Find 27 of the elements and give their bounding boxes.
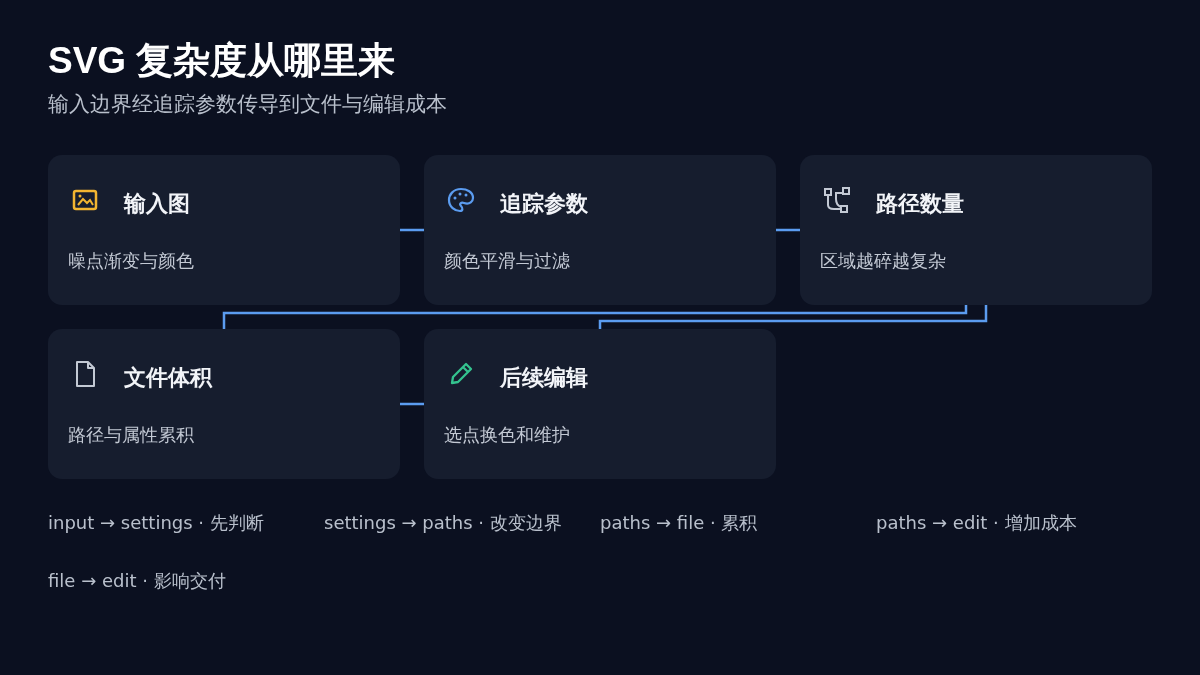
connector-line (222, 305, 968, 329)
flow-note: file → edit · 影响交付 (48, 569, 226, 593)
subtitle: 输入边界经追踪参数传导到文件与编辑成本 (48, 91, 447, 118)
card-title: 输入图 (124, 190, 190, 218)
connector-line (400, 402, 424, 406)
card-text: 噪点渐变与颜色 (68, 249, 194, 273)
connector-line (598, 305, 988, 329)
flow-note: paths → file · 累积 (600, 511, 758, 535)
card (48, 155, 400, 305)
connector-line (776, 228, 800, 232)
card (48, 329, 400, 479)
card-title: 后续编辑 (500, 364, 588, 392)
flow-note: settings → paths · 改变边界 (324, 511, 562, 535)
card-title: 追踪参数 (500, 190, 588, 218)
card-title: 文件体积 (124, 364, 212, 392)
card-text: 路径与属性累积 (68, 423, 194, 447)
card-text: 区域越碎越复杂 (820, 249, 946, 273)
flow-note: input → settings · 先判断 (48, 511, 264, 535)
card (424, 155, 776, 305)
card (800, 155, 1152, 305)
title: SVG 复杂度从哪里来 (48, 39, 396, 83)
card-title: 路径数量 (876, 190, 964, 218)
card-text: 选点换色和维护 (444, 423, 570, 447)
flow-note: paths → edit · 增加成本 (876, 511, 1077, 535)
connector-line (400, 228, 424, 232)
card (424, 329, 776, 479)
card-text: 颜色平滑与过滤 (444, 249, 570, 273)
